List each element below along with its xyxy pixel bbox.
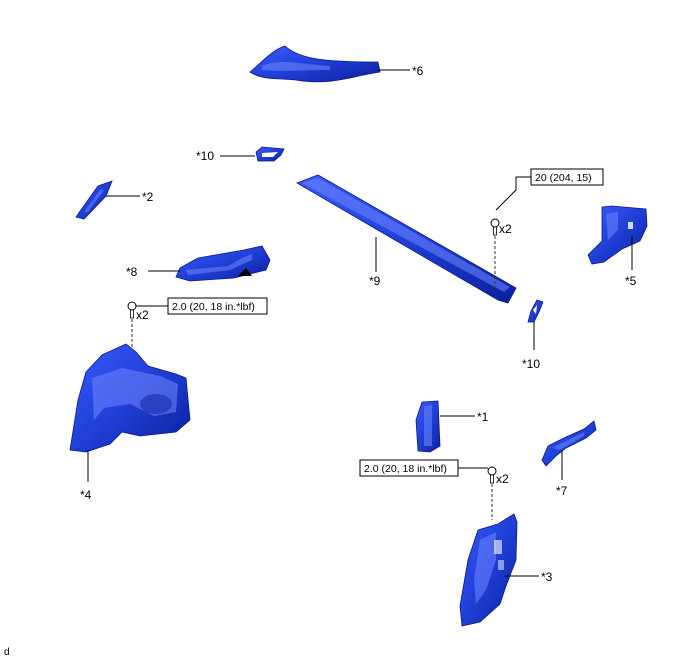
label-1: *1 xyxy=(477,410,489,424)
part-9: *9 xyxy=(296,174,517,304)
part-6: *6 xyxy=(249,45,424,83)
part-1: *1 xyxy=(415,400,489,453)
label-2: *2 xyxy=(142,190,154,204)
bolt-icon xyxy=(127,301,137,311)
part-4: *4 xyxy=(69,343,191,502)
label-10-upper: *10 xyxy=(196,149,214,163)
bolt-group-right-bottom: 2.0 (20, 18 in.*lbf) x2 xyxy=(359,459,509,520)
bolt-group-right-top: 20 (204, 15) x2 xyxy=(490,168,604,293)
bolt-group-left: 2.0 (20, 18 in.*lbf) x2 xyxy=(127,297,268,366)
torque-right-top: 20 (204, 15) xyxy=(535,172,592,184)
part-10-upper: *10 xyxy=(196,146,285,163)
bolt-icon xyxy=(487,466,497,476)
label-10-lower: *10 xyxy=(522,357,540,371)
label-3: *3 xyxy=(541,570,553,584)
bolt-icon xyxy=(490,218,500,228)
qty-right-bottom: x2 xyxy=(496,472,509,486)
corner-mark: d xyxy=(4,647,10,658)
label-9: *9 xyxy=(369,274,381,288)
part-2: *2 xyxy=(75,180,154,220)
label-5: *5 xyxy=(625,274,637,288)
qty-right-top: x2 xyxy=(499,222,512,236)
part-7: *7 xyxy=(541,420,597,498)
part-3: *3 xyxy=(459,513,553,627)
part-5: *5 xyxy=(587,205,648,288)
torque-left: 2.0 (20, 18 in.*lbf) xyxy=(172,301,255,313)
label-4: *4 xyxy=(80,488,92,502)
part-8: *8 xyxy=(126,245,271,282)
label-6: *6 xyxy=(412,64,424,78)
torque-right-bottom: 2.0 (20, 18 in.*lbf) xyxy=(364,463,447,475)
label-8: *8 xyxy=(126,265,138,279)
torque-box-left xyxy=(167,297,268,315)
label-7: *7 xyxy=(556,484,568,498)
qty-left: x2 xyxy=(136,308,149,322)
part-10-lower: *10 xyxy=(522,299,544,371)
